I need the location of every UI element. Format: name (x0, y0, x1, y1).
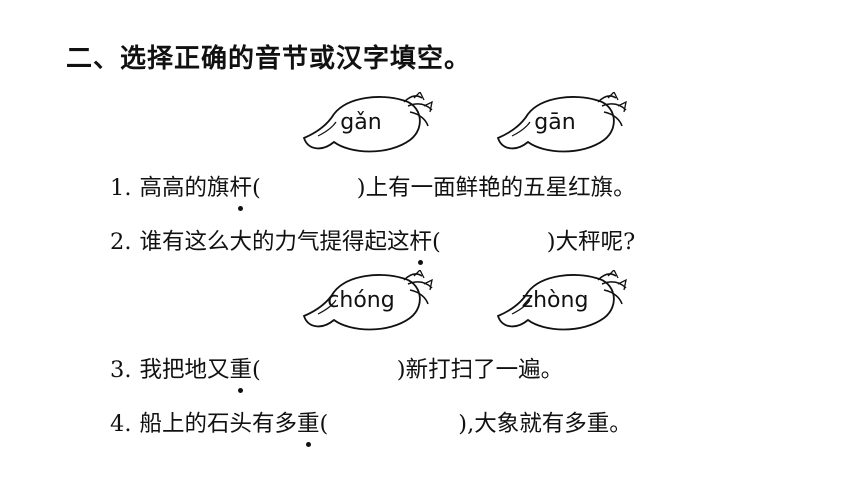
question-text: ,大象就有多重。 (467, 411, 632, 437)
section-heading: 二、选择正确的音节或汉字填空。 (66, 44, 472, 74)
question-text: 谁有这么大的力气提得起这 (139, 229, 410, 255)
radish-icon (302, 92, 433, 153)
radish-option-4: zhòng (492, 270, 642, 342)
question-text: 新打扫了一遍。 (405, 357, 564, 383)
dotted-character: 杆 (409, 224, 432, 265)
dotted-character: 重 (297, 406, 320, 447)
close-paren: ) (396, 357, 406, 383)
radish-icon (496, 92, 627, 153)
question-number: 1. (110, 175, 132, 201)
radish-icon (496, 270, 627, 331)
dotted-character: 重 (229, 352, 252, 393)
question-2: 2. 谁有这么大的力气提得起这 杆 ( ) 大秤呢? (110, 224, 636, 265)
question-text: 大秤呢? (555, 229, 636, 255)
question-text: 上有一面鲜艳的五星红旗。 (365, 175, 636, 201)
question-1: 1. 高高的旗 杆 ( ) 上有一面鲜艳的五星红旗。 (110, 170, 636, 211)
close-paren: ) (546, 229, 556, 255)
question-3: 3. 我把地又 重 ( ) 新打扫了一遍。 (110, 352, 564, 393)
radish-option-2: gān (492, 92, 642, 164)
close-paren: ) (458, 411, 468, 437)
question-number: 2. (110, 229, 132, 255)
question-number: 4. (110, 411, 132, 437)
question-number: 3. (110, 357, 132, 383)
close-paren: ) (356, 175, 366, 201)
radish-option-1: gǎn (298, 92, 448, 164)
open-paren: ( (252, 175, 261, 201)
dotted-character: 杆 (229, 170, 252, 211)
question-text: 我把地又 (139, 357, 230, 383)
question-4: 4. 船上的石头有多 重 ( ) ,大象就有多重。 (110, 406, 632, 447)
open-paren: ( (319, 411, 329, 437)
open-paren: ( (432, 229, 441, 255)
question-text: 高高的旗 (139, 175, 230, 201)
option-pinyin: gǎn (340, 110, 382, 135)
option-pinyin: gān (534, 110, 576, 135)
question-text: 船上的石头有多 (139, 411, 297, 437)
radish-icon (302, 270, 433, 331)
open-paren: ( (252, 357, 261, 383)
radish-option-3: chóng (298, 270, 448, 342)
option-pinyin: chóng (327, 288, 395, 313)
option-pinyin: zhòng (521, 288, 589, 313)
